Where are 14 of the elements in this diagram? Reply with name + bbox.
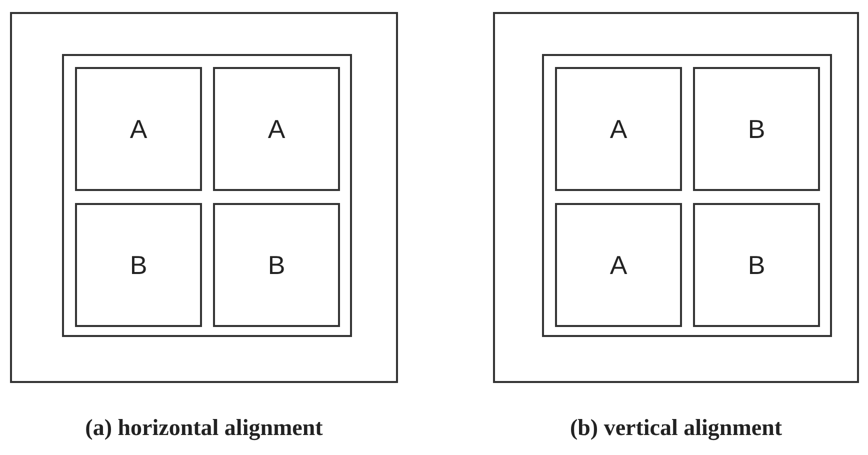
letter-box: B (213, 203, 340, 327)
letter-box: A (75, 67, 202, 191)
letter-box: A (555, 203, 682, 327)
letter-box: B (693, 67, 820, 191)
figure-caption: (a) horizontal alignment (85, 415, 323, 441)
frame-box (10, 12, 398, 383)
frame-box (542, 54, 832, 337)
letter-box: B (75, 203, 202, 327)
letter-box: B (693, 203, 820, 327)
letter-box: A (555, 67, 682, 191)
figure-caption: (b) vertical alignment (570, 415, 782, 441)
letter-box: A (213, 67, 340, 191)
frame-box (493, 12, 859, 383)
frame-box (62, 54, 352, 337)
